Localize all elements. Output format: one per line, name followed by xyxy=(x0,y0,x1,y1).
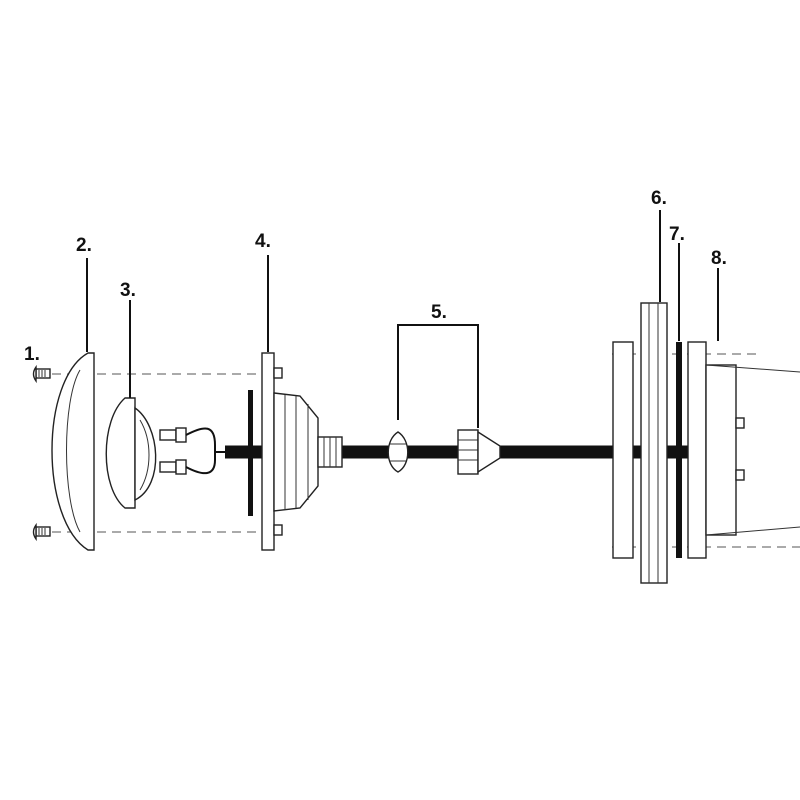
screw-bottom xyxy=(32,522,51,542)
callout-3: 3. xyxy=(120,280,136,301)
part-5-cable-gland xyxy=(387,324,501,475)
leader-lines xyxy=(86,210,719,398)
part-3-lamp xyxy=(105,397,232,509)
callout-labels: 1. 2. 3. 4. 5. 6. 7. 8. xyxy=(24,188,727,365)
part-7-seal xyxy=(676,342,682,558)
part-8-wall-flange xyxy=(687,341,800,559)
part-2-lens-cover xyxy=(51,352,95,551)
callout-8: 8. xyxy=(711,248,727,269)
screw-top xyxy=(32,364,51,384)
callout-7: 7. xyxy=(669,224,685,245)
callout-5: 5. xyxy=(431,302,447,323)
callout-1: 1. xyxy=(24,344,40,365)
callout-4: 4. xyxy=(255,231,271,252)
part-1-screws xyxy=(32,364,51,542)
callout-2: 2. xyxy=(76,235,92,256)
callout-6: 6. xyxy=(651,188,667,209)
part-6-gasket-plates xyxy=(612,302,668,584)
part-4-housing xyxy=(248,352,343,551)
